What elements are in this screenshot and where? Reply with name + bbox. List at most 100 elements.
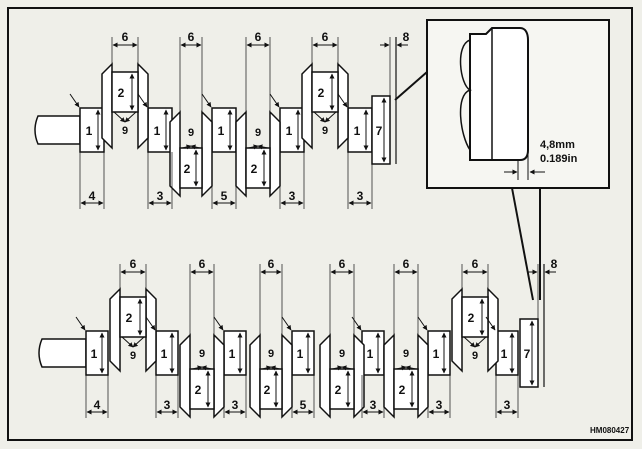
crank-pin bbox=[329, 368, 355, 410]
bottom-dim-label: 3 bbox=[157, 189, 164, 203]
crank-pin bbox=[311, 71, 339, 113]
fillet-arrow bbox=[474, 336, 487, 348]
flange-dim-label: 8 bbox=[551, 257, 558, 271]
journal-label: 1 bbox=[229, 347, 236, 361]
fillet-arrow bbox=[113, 111, 126, 123]
journal-fillet-arrow bbox=[351, 316, 362, 331]
pin-label: 2 bbox=[118, 86, 125, 100]
front-nose bbox=[38, 338, 87, 368]
journal-fillet-arrow bbox=[337, 93, 348, 108]
bottom-dim-label: 4 bbox=[89, 189, 96, 203]
callout-detail: 4,8mm 0.189in bbox=[394, 19, 610, 301]
fillet-arrow bbox=[124, 111, 137, 123]
crank-web bbox=[235, 110, 247, 198]
top-dim-label: 6 bbox=[322, 30, 329, 44]
pin-label: 2 bbox=[195, 383, 202, 397]
crank-pin bbox=[245, 147, 271, 189]
crank-web bbox=[319, 333, 331, 419]
crank-web bbox=[417, 333, 429, 419]
pin-label: 2 bbox=[264, 383, 271, 397]
bottom-dim-label: 3 bbox=[504, 398, 511, 412]
fillet-label: 9 bbox=[130, 350, 136, 362]
top-dim-label: 6 bbox=[268, 257, 275, 271]
bottom-dim-label: 5 bbox=[221, 189, 228, 203]
journal-label: 1 bbox=[161, 347, 168, 361]
callout-dim-in: 0.189in bbox=[540, 153, 578, 165]
pin-label: 2 bbox=[251, 162, 258, 176]
fillet-arrow bbox=[341, 365, 353, 371]
bottom-dim-label: 3 bbox=[357, 189, 364, 203]
crank-web bbox=[301, 62, 313, 150]
crank-web bbox=[487, 287, 499, 373]
flange-label: 7 bbox=[524, 347, 531, 361]
crank-web bbox=[101, 62, 113, 150]
top-dim-label: 6 bbox=[199, 257, 206, 271]
crank-web bbox=[281, 333, 293, 419]
fillet-label: 9 bbox=[188, 127, 194, 139]
fillet-arrow bbox=[261, 365, 272, 371]
bottom-dim-label: 5 bbox=[300, 398, 307, 412]
journal-fillet-arrow bbox=[213, 316, 224, 331]
top-dim-label: 6 bbox=[339, 257, 346, 271]
journal-label: 1 bbox=[86, 124, 93, 138]
fillet-arrow bbox=[247, 144, 259, 150]
pin-label: 2 bbox=[126, 311, 133, 325]
fillet-arrow bbox=[313, 111, 326, 123]
crank-web bbox=[201, 110, 213, 198]
pin-label: 2 bbox=[399, 383, 406, 397]
fillet-label: 9 bbox=[255, 127, 261, 139]
journal-label: 1 bbox=[501, 347, 508, 361]
top-dim-label: 6 bbox=[122, 30, 129, 44]
bottom-dim-label: 3 bbox=[164, 398, 171, 412]
fillet-label: 9 bbox=[122, 125, 128, 137]
crank-web bbox=[383, 333, 395, 419]
journal-fillet-arrow bbox=[137, 93, 148, 108]
callout-flange bbox=[469, 27, 529, 161]
bottom-dim-label: 3 bbox=[289, 189, 296, 203]
pin-label: 2 bbox=[318, 86, 325, 100]
fillet-label: 9 bbox=[322, 125, 328, 137]
journal-label: 1 bbox=[218, 124, 225, 138]
outer-frame bbox=[7, 7, 633, 441]
pin-label: 2 bbox=[335, 383, 342, 397]
flange-dim-label: 8 bbox=[403, 30, 410, 44]
journal-fillet-arrow bbox=[75, 316, 86, 331]
journal-fillet-arrow bbox=[281, 316, 292, 331]
crank-web bbox=[179, 333, 191, 419]
journal-fillet-arrow bbox=[269, 93, 280, 108]
journal-label: 1 bbox=[91, 347, 98, 361]
crank-web bbox=[249, 333, 261, 419]
fillet-arrow bbox=[191, 365, 203, 371]
fillet-arrow bbox=[257, 144, 269, 150]
journal-label: 1 bbox=[367, 347, 374, 361]
journal-label: 1 bbox=[297, 347, 304, 361]
fillet-label: 9 bbox=[199, 348, 205, 360]
crank-web bbox=[213, 333, 225, 419]
crank-pin bbox=[111, 71, 139, 113]
callout-leader-bottom-1 bbox=[511, 187, 534, 301]
journal-fillet-arrow bbox=[201, 93, 212, 108]
fillet-arrow bbox=[270, 365, 281, 371]
top-dim-label: 6 bbox=[472, 257, 479, 271]
fillet-arrow bbox=[331, 365, 343, 371]
journal-fillet-arrow bbox=[485, 316, 496, 331]
fillet-arrow bbox=[324, 111, 337, 123]
top-dim-label: 6 bbox=[130, 257, 137, 271]
callout-shaft bbox=[459, 39, 472, 151]
bottom-dim-label: 3 bbox=[232, 398, 239, 412]
fillet-arrow bbox=[181, 144, 192, 150]
crank-web bbox=[169, 110, 181, 198]
journal-fillet-arrow bbox=[69, 93, 80, 108]
journal-fillet-arrow bbox=[417, 316, 428, 331]
callout-dim-mm: 4,8mm bbox=[540, 139, 575, 151]
crank-web bbox=[451, 287, 463, 373]
top-dim-label: 6 bbox=[255, 30, 262, 44]
bottom-dim-label: 3 bbox=[436, 398, 443, 412]
front-nose bbox=[34, 115, 81, 145]
fillet-arrow bbox=[132, 336, 145, 348]
fillet-arrow bbox=[405, 365, 417, 371]
